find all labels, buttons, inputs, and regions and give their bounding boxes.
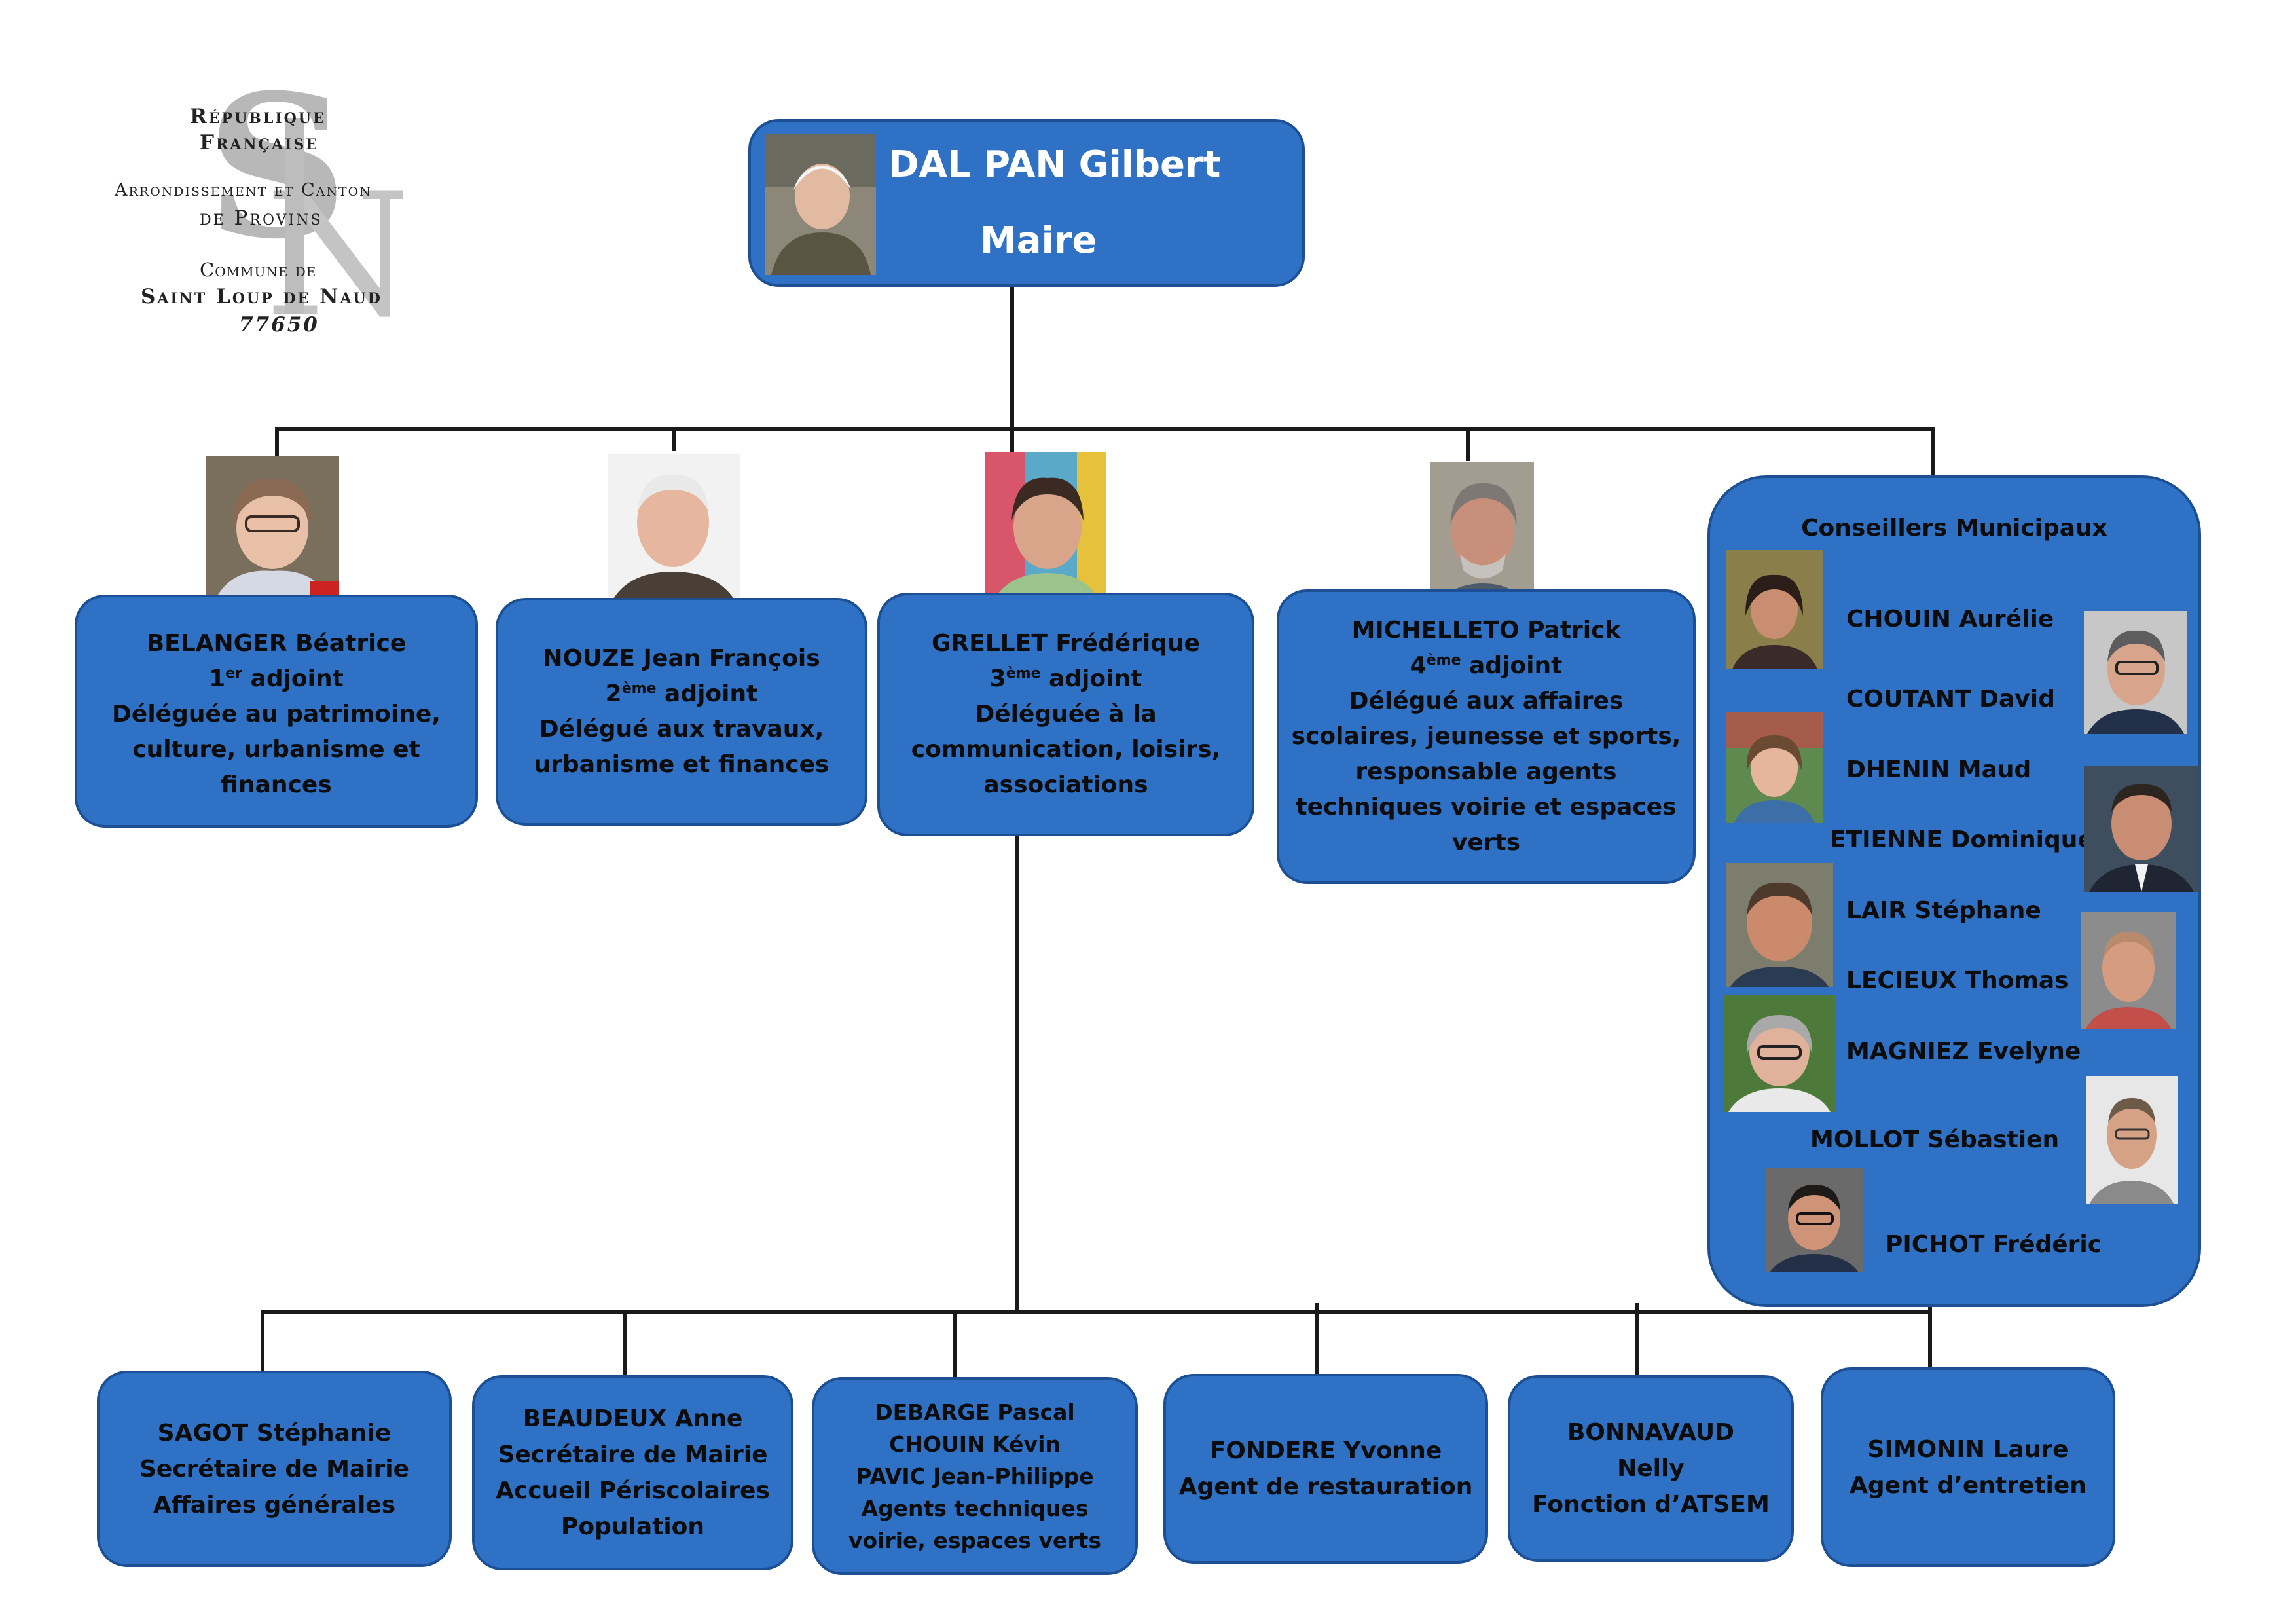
adjoint-2-photo: [608, 454, 740, 603]
logo-postcode: 77650: [239, 313, 319, 337]
adjoint-4-box: MICHELLETO Patrick 4ème adjoint Délégué …: [1277, 589, 1696, 884]
adjoint-3-photo: [985, 452, 1106, 602]
conseiller-photo: [1766, 1168, 1863, 1272]
conseiller-photo: [1723, 995, 1836, 1112]
connector-mayor-down: [1010, 287, 1014, 454]
adjoint-1-name: BELANGER Béatrice: [146, 630, 407, 657]
connector-adjoint-2: [672, 427, 676, 451]
connector-staff-3: [953, 1310, 957, 1382]
conseiller-photo: [1726, 863, 1833, 987]
conseiller-name: LAIR Stéphane: [1846, 897, 2041, 924]
staff-line: Agents techniques: [861, 1495, 1089, 1521]
adjoint-2-name: NOUZE Jean François: [543, 645, 820, 672]
adjoint-1-duty: culture, urbanisme et: [132, 736, 420, 763]
adjoint-1-duty: Déléguée au patrimoine,: [112, 701, 441, 728]
staff-line: BONNAVAUD: [1567, 1419, 1734, 1446]
connector-staff-2: [623, 1313, 627, 1398]
sln-monogram-watermark: S N: [206, 79, 403, 327]
adjoint-3-rank: 3ème adjoint: [989, 665, 1142, 692]
staff-line: CHOUIN Kévin: [889, 1431, 1061, 1457]
adjoint-4-duty: verts: [1451, 829, 1521, 856]
staff-4-box: FONDERE Yvonne Agent de restauration: [1163, 1374, 1488, 1564]
adjoint-3-duty: communication, loisirs,: [911, 736, 1221, 763]
connector-staff-horizontal: [261, 1310, 1930, 1314]
adjoint-1-duty: finances: [221, 771, 332, 798]
svg-text:S: S: [206, 79, 348, 282]
connector-staff-5: [1635, 1303, 1639, 1401]
staff-line: PAVIC Jean-Philippe: [856, 1463, 1094, 1489]
staff-line: SAGOT Stéphanie: [157, 1419, 392, 1447]
adjoint-2-box: NOUZE Jean François 2ème adjoint Délégué…: [496, 598, 867, 826]
staff-line: Accueil Périscolaires: [496, 1477, 770, 1504]
connector-adjoint-3: [1010, 427, 1014, 451]
conseiller-name: COUTANT David: [1846, 686, 2055, 712]
adjoint-4-rank: 4ème adjoint: [1410, 652, 1563, 679]
conseillers-title: Conseillers Municipaux: [1801, 515, 2107, 542]
conseiller-name: LECIEUX Thomas: [1846, 967, 2069, 994]
staff-5-box: BONNAVAUD Nelly Fonction d’ATSEM: [1508, 1375, 1794, 1562]
logo-provins: de Provins: [200, 206, 323, 230]
staff-line: voirie, espaces verts: [848, 1527, 1102, 1553]
adjoint-2-duty: Délégué aux travaux,: [539, 716, 824, 743]
conseiller-photo: [2084, 766, 2199, 892]
connector-adjoints-horizontal: [275, 427, 1935, 431]
adjoint-4-duty: techniques voirie et espaces: [1296, 794, 1677, 821]
connector-staff-4: [1315, 1303, 1319, 1405]
adjoint-1-photo: [206, 456, 339, 599]
adjoint-1-box: BELANGER Béatrice 1er adjoint Déléguée a…: [75, 595, 478, 828]
connector-staff-6: [1928, 1303, 1932, 1405]
mayor-photo: [765, 134, 876, 275]
conseiller-name: ETIENNE Dominique: [1830, 826, 2094, 853]
adjoint-3-duty: Déléguée à la: [975, 701, 1157, 728]
connector-adjoint3-down: [1015, 835, 1019, 1313]
mayor-role: Maire: [980, 219, 1097, 262]
adjoint-3-box: GRELLET Frédérique 3ème adjoint Déléguée…: [877, 593, 1254, 836]
adjoint-4-duty: Délégué aux affaires: [1349, 688, 1624, 714]
staff-line: Affaires générales: [153, 1491, 396, 1519]
conseiller-name: MAGNIEZ Evelyne: [1846, 1038, 2081, 1065]
connector-adjoint-4: [1466, 427, 1470, 461]
adjoint-3-name: GRELLET Frédérique: [932, 630, 1200, 657]
conseiller-photo: [2086, 1076, 2178, 1204]
mayor-name: DAL PAN Gilbert: [888, 143, 1221, 186]
conseiller-name: CHOUIN Aurélie: [1846, 606, 2054, 633]
conseiller-name: MOLLOT Sébastien: [1810, 1126, 2060, 1153]
logo-francaise: Française: [200, 131, 319, 155]
staff-line: Secrétaire de Mairie: [139, 1455, 410, 1483]
conseiller-photo: [2084, 611, 2187, 734]
logo-arrondissement: Arrondissement et Canton: [115, 180, 372, 200]
adjoint-1-rank: 1er adjoint: [209, 665, 344, 692]
staff-line: Secrétaire de Mairie: [498, 1441, 768, 1468]
logo-commune: Commune de: [200, 259, 317, 281]
adjoint-4-duty: responsable agents: [1355, 758, 1617, 785]
staff-2-box: BEAUDEUX Anne Secrétaire de Mairie Accue…: [472, 1375, 793, 1570]
conseiller-photo: [1726, 712, 1823, 823]
adjoint-3-duty: associations: [983, 771, 1148, 798]
staff-3-box: DEBARGE Pascal CHOUIN Kévin PAVIC Jean-P…: [812, 1377, 1138, 1575]
conseiller-photo: [1726, 550, 1823, 669]
conseiller-photo: [2081, 912, 2176, 1029]
adjoint-4-name: MICHELLETO Patrick: [1351, 617, 1621, 644]
logo-republique: République: [190, 105, 326, 128]
staff-line: Population: [560, 1513, 705, 1540]
staff-1-box: SAGOT Stéphanie Secrétaire de Mairie Aff…: [97, 1371, 452, 1567]
adjoint-2-rank: 2ème adjoint: [605, 680, 758, 707]
staff-6-box: SIMONIN Laure Agent d’entretien: [1821, 1367, 2115, 1567]
connector-adjoint-1: [275, 427, 279, 458]
logo-saint-loup: Saint Loup de Naud: [141, 285, 382, 308]
conseiller-name: DHENIN Maud: [1846, 756, 2032, 783]
staff-line: Agent d’entretien: [1850, 1471, 2086, 1499]
conseiller-name: PICHOT Frédéric: [1886, 1231, 2102, 1258]
adjoint-2-duty: urbanisme et finances: [534, 751, 829, 778]
staff-line: BEAUDEUX Anne: [522, 1405, 743, 1432]
staff-line: DEBARGE Pascal: [875, 1399, 1075, 1425]
connector-conseillers: [1931, 427, 1935, 498]
staff-line: Fonction d’ATSEM: [1532, 1491, 1770, 1518]
staff-line: FONDERE Yvonne: [1209, 1437, 1442, 1464]
staff-line: SIMONIN Laure: [1867, 1435, 2069, 1463]
connector-staff-1: [261, 1310, 264, 1393]
adjoint-4-duty: scolaires, jeunesse et sports,: [1291, 723, 1681, 750]
staff-line: Nelly: [1617, 1455, 1685, 1482]
staff-line: Agent de restauration: [1178, 1473, 1473, 1500]
